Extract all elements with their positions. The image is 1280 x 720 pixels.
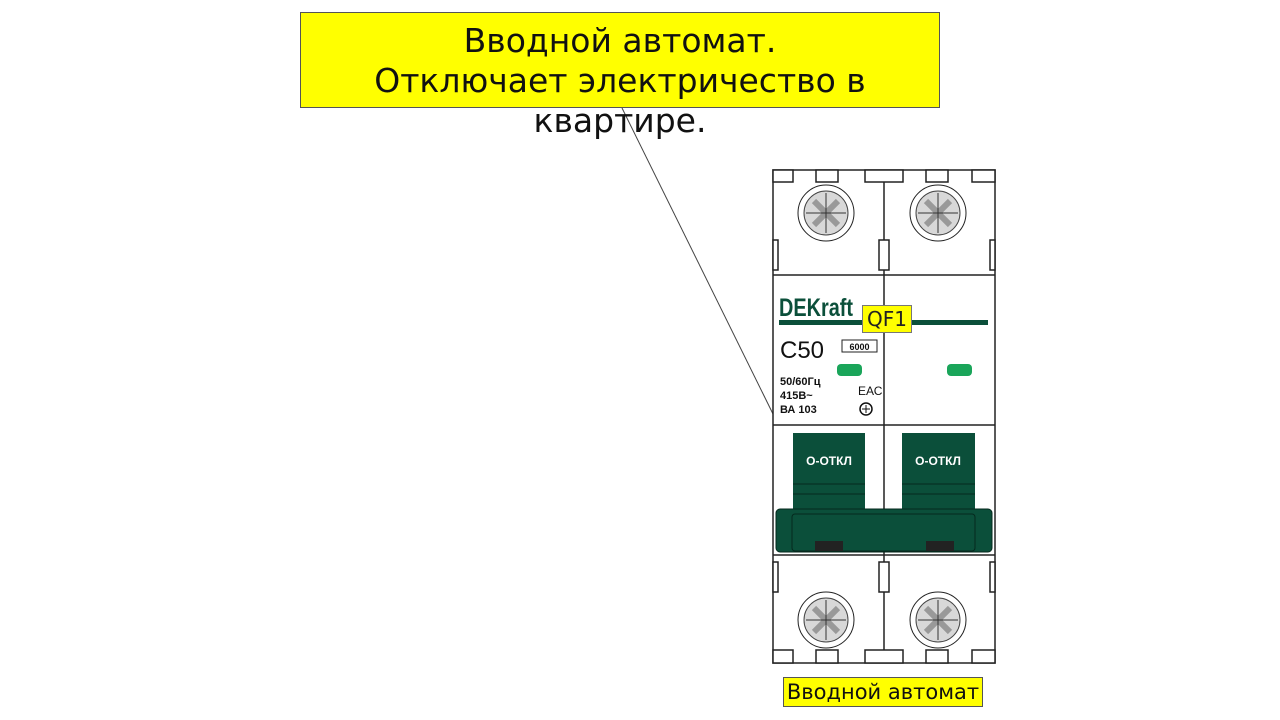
toggle-handle[interactable]: O-ОТКЛ O-ОТКЛ (775, 433, 993, 553)
screw-icon (797, 591, 855, 649)
callout-box: Вводной автомат. Отключает электричество… (300, 12, 940, 140)
callout-leader-line (621, 107, 775, 417)
callout-line-2: Отключает электричество в квартире. (374, 61, 866, 140)
rating-label: C50 (780, 337, 824, 364)
spec-frequency: 50/60Гц (780, 376, 821, 388)
callout-line-1: Вводной автомат. (463, 21, 777, 60)
spec-voltage: 415В~ (780, 390, 813, 402)
indicator-right (947, 364, 972, 376)
designation-label: QF1 (862, 305, 912, 333)
capacity-box (841, 339, 878, 353)
screw-icon (797, 184, 855, 242)
screw-icons (797, 184, 967, 649)
screw-icon (909, 184, 967, 242)
spec-model: ВА 103 (780, 404, 817, 416)
screw-icon (909, 591, 967, 649)
handle-label-left: O-ОТКЛ (806, 454, 852, 468)
cert-icon (859, 402, 873, 416)
capacity-label: 6000 (849, 342, 869, 352)
circuit-breaker (772, 169, 996, 664)
brand-logo: DEKraft (779, 294, 854, 322)
bottom-caption: Вводной автомат (783, 677, 983, 707)
eac-mark: ЕАС (858, 384, 883, 398)
indicator-left (837, 364, 862, 376)
handle-label-right: O-ОТКЛ (915, 454, 961, 468)
